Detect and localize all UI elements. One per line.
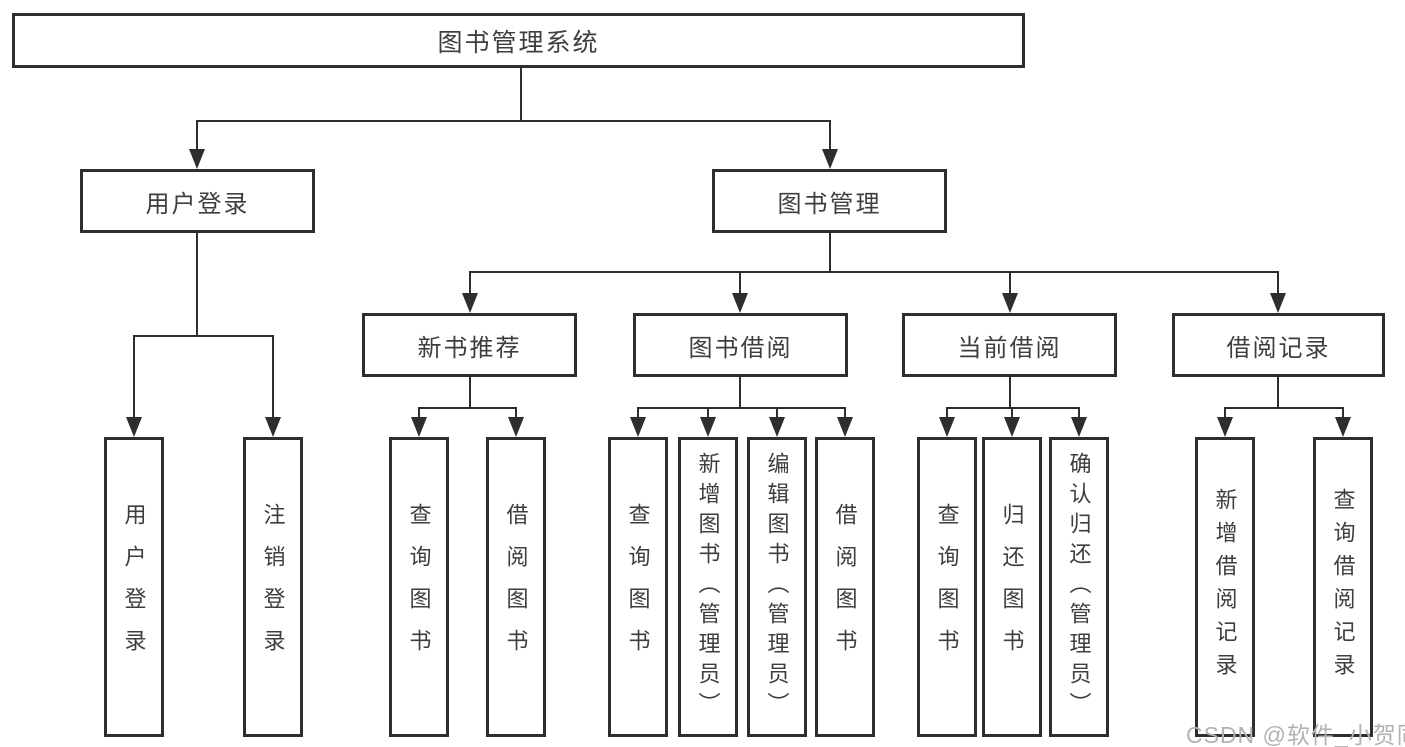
connector-line xyxy=(1078,407,1080,419)
node-borrowing-records: 借阅记录 xyxy=(1172,313,1385,377)
connector-arrowhead xyxy=(700,417,716,437)
connector-line xyxy=(469,271,1279,273)
leaf-add-borrow-record: 新增借阅记录 xyxy=(1195,437,1255,737)
connector-line xyxy=(1011,407,1013,419)
leaf-return-books: 归还图书 xyxy=(982,437,1042,737)
connector-arrowhead xyxy=(939,417,955,437)
connector-line xyxy=(637,407,639,419)
connector-line xyxy=(637,407,846,409)
connector-line xyxy=(1277,377,1279,409)
connector-line xyxy=(1009,271,1011,295)
node-current-borrowing: 当前借阅 xyxy=(902,313,1117,377)
connector-line xyxy=(469,271,471,295)
leaf-add-book-admin-label: 新增图书（管理员） xyxy=(695,452,721,722)
node-borrowing-records-label: 借阅记录 xyxy=(1226,334,1331,362)
connector-line xyxy=(418,407,517,409)
leaf-logout: 注销登录 xyxy=(243,437,303,737)
connector-arrowhead xyxy=(265,417,281,437)
leaf-confirm-return-admin-label: 确认归还（管理员） xyxy=(1066,452,1092,722)
connector-line xyxy=(707,407,709,419)
connector-arrowhead xyxy=(822,149,838,169)
node-book-borrowing: 图书借阅 xyxy=(633,313,848,377)
connector-arrowhead xyxy=(508,417,524,437)
leaf-edit-book-admin-label: 编辑图书（管理员） xyxy=(764,452,790,722)
leaf-user-login: 用户登录 xyxy=(104,437,164,737)
node-book-management: 图书管理 xyxy=(712,169,947,233)
connector-line xyxy=(946,407,1080,409)
node-book-borrowing-label: 图书借阅 xyxy=(688,334,793,362)
connector-line xyxy=(196,120,198,151)
leaf-borrow-books-borrowing: 借阅图书 xyxy=(815,437,875,737)
leaf-borrow-books-recommend-label: 借阅图书 xyxy=(503,503,529,671)
connector-line xyxy=(946,407,948,419)
connector-line xyxy=(520,68,522,122)
node-current-borrowing-label: 当前借阅 xyxy=(957,334,1062,362)
connector-arrowhead xyxy=(411,417,427,437)
leaf-borrow-books-recommend: 借阅图书 xyxy=(486,437,546,737)
leaf-query-borrow-record-label: 查询借阅记录 xyxy=(1330,488,1356,686)
leaf-query-borrow-record: 查询借阅记录 xyxy=(1313,437,1373,737)
connector-line xyxy=(1009,377,1011,409)
connector-line xyxy=(1224,407,1226,419)
connector-line xyxy=(776,407,778,419)
connector-line xyxy=(739,377,741,409)
connector-arrowhead xyxy=(1002,293,1018,313)
connector-line xyxy=(469,377,471,409)
connector-line xyxy=(829,120,831,151)
connector-arrowhead xyxy=(1217,417,1233,437)
node-user-login: 用户登录 xyxy=(80,169,315,233)
connector-arrowhead xyxy=(1004,417,1020,437)
node-book-management-label: 图书管理 xyxy=(777,190,882,218)
leaf-edit-book-admin: 编辑图书（管理员） xyxy=(747,437,807,737)
connector-arrowhead xyxy=(189,149,205,169)
leaf-user-login-label: 用户登录 xyxy=(121,503,147,671)
leaf-query-books-current-label: 查询图书 xyxy=(934,503,960,671)
connector-arrowhead xyxy=(1071,417,1087,437)
connector-arrowhead xyxy=(1335,417,1351,437)
leaf-confirm-return-admin: 确认归还（管理员） xyxy=(1049,437,1109,737)
connector-line xyxy=(739,271,741,295)
leaf-logout-label: 注销登录 xyxy=(260,503,286,671)
leaf-add-book-admin: 新增图书（管理员） xyxy=(678,437,738,737)
connector-line xyxy=(1277,271,1279,295)
leaf-query-books-borrowing: 查询图书 xyxy=(608,437,668,737)
connector-arrowhead xyxy=(769,417,785,437)
connector-line xyxy=(272,335,274,419)
watermark: CSDN @软件_小贺同学 xyxy=(1186,722,1405,747)
node-new-book-recommendation: 新书推荐 xyxy=(362,313,577,377)
connector-line xyxy=(1342,407,1344,419)
node-new-book-recommendation-label: 新书推荐 xyxy=(417,334,522,362)
leaf-query-books-current: 查询图书 xyxy=(917,437,977,737)
connector-line xyxy=(133,335,135,419)
connector-arrowhead xyxy=(1270,293,1286,313)
connector-arrowhead xyxy=(732,293,748,313)
connector-line xyxy=(515,407,517,419)
leaf-query-books-recommend-label: 查询图书 xyxy=(406,503,432,671)
leaf-query-books-recommend: 查询图书 xyxy=(389,437,449,737)
connector-arrowhead xyxy=(462,293,478,313)
connector-line xyxy=(196,120,831,122)
node-user-login-label: 用户登录 xyxy=(145,190,250,218)
node-library-management-system: 图书管理系统 xyxy=(12,13,1025,68)
connector-line xyxy=(1224,407,1344,409)
connector-line xyxy=(133,335,274,337)
leaf-query-books-borrowing-label: 查询图书 xyxy=(625,503,651,671)
node-library-management-system-label: 图书管理系统 xyxy=(437,28,600,57)
connector-line xyxy=(418,407,420,419)
leaf-borrow-books-borrowing-label: 借阅图书 xyxy=(832,503,858,671)
connector-line xyxy=(844,407,846,419)
connector-line xyxy=(829,233,831,273)
connector-arrowhead xyxy=(837,417,853,437)
leaf-return-books-label: 归还图书 xyxy=(999,503,1025,671)
connector-arrowhead xyxy=(630,417,646,437)
connector-arrowhead xyxy=(126,417,142,437)
connector-line xyxy=(196,233,198,337)
leaf-add-borrow-record-label: 新增借阅记录 xyxy=(1212,488,1238,686)
